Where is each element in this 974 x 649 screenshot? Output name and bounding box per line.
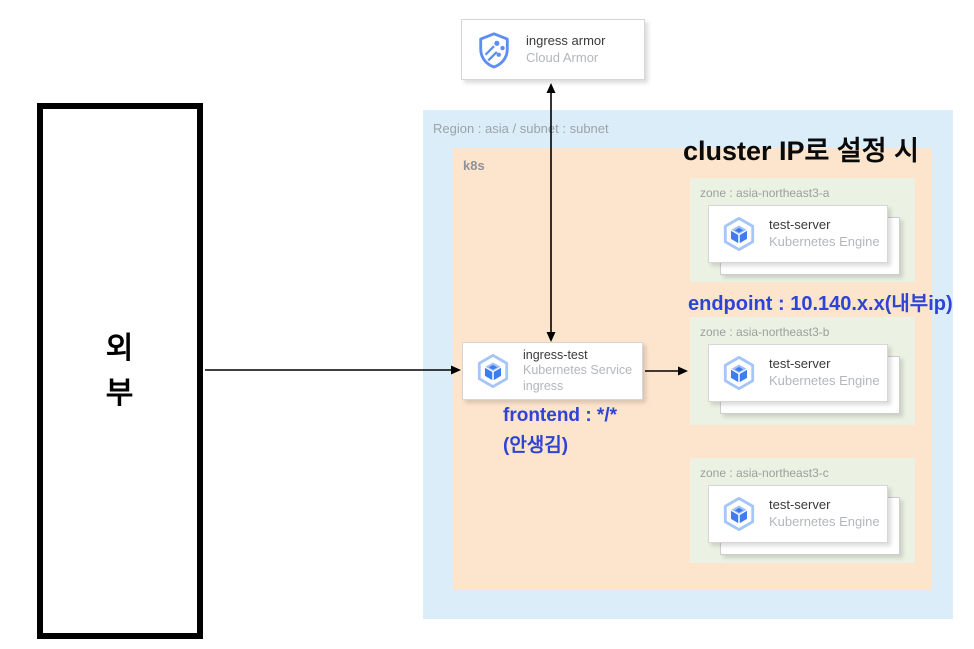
k8s-label: k8s <box>463 158 485 173</box>
zone-b-label: zone : asia-northeast3-b <box>700 325 830 339</box>
kubernetes-engine-icon <box>723 217 755 251</box>
zone-b-test-server-card: test-server Kubernetes Engine <box>708 344 888 402</box>
zone-b-container: zone : asia-northeast3-b test-server Kub… <box>690 317 915 425</box>
frontend-annotation: frontend : */* (안생김) <box>503 401 617 461</box>
kubernetes-engine-icon <box>723 356 755 390</box>
zone-a-label: zone : asia-northeast3-a <box>700 186 830 200</box>
ingress-card-title: ingress-test <box>523 347 588 362</box>
frontend-annotation-line2: (안생김) <box>503 435 569 456</box>
zone-c-container: zone : asia-northeast3-c test-server Kub… <box>690 458 915 563</box>
zone-c-card-title: test-server <box>769 497 831 513</box>
armor-card-subtitle: Cloud Armor <box>526 49 599 65</box>
ingress-service-card: ingress-test Kubernetes Service ingress <box>462 342 643 400</box>
zone-b-card-subtitle: Kubernetes Engine <box>769 373 880 388</box>
external-box: 외 부 <box>37 103 203 639</box>
diagram-title: cluster IP로 설정 시 <box>683 136 919 166</box>
cloud-armor-card: ingress armor Cloud Armor <box>461 19 645 80</box>
zone-c-card-subtitle: Kubernetes Engine <box>769 514 880 529</box>
zone-a-card-title: test-server <box>769 217 831 233</box>
armor-card-title: ingress armor <box>526 32 606 48</box>
region-label: Region : asia / subnet : subnet <box>433 121 609 136</box>
zone-c-label: zone : asia-northeast3-c <box>700 466 829 480</box>
endpoint-annotation: endpoint : 10.140.x.x(내부ip) <box>688 293 953 315</box>
cloud-armor-icon <box>479 31 509 69</box>
ingress-card-subtitle2: ingress <box>523 378 564 393</box>
zone-a-test-server-card: test-server Kubernetes Engine <box>708 205 888 263</box>
ingress-card-subtitle1: Kubernetes Service <box>523 363 633 378</box>
zone-b-card-title: test-server <box>769 356 831 372</box>
kubernetes-engine-icon <box>723 497 755 531</box>
kubernetes-service-icon <box>477 354 509 388</box>
zone-c-test-server-card: test-server Kubernetes Engine <box>708 485 888 543</box>
zone-a-container: zone : asia-northeast3-a test-server Kub… <box>690 178 915 282</box>
frontend-annotation-line1: frontend : */* <box>503 405 617 426</box>
zone-a-card-subtitle: Kubernetes Engine <box>769 234 880 249</box>
external-label-line2: 부 <box>105 377 135 410</box>
external-label-line1: 외 <box>105 332 135 365</box>
